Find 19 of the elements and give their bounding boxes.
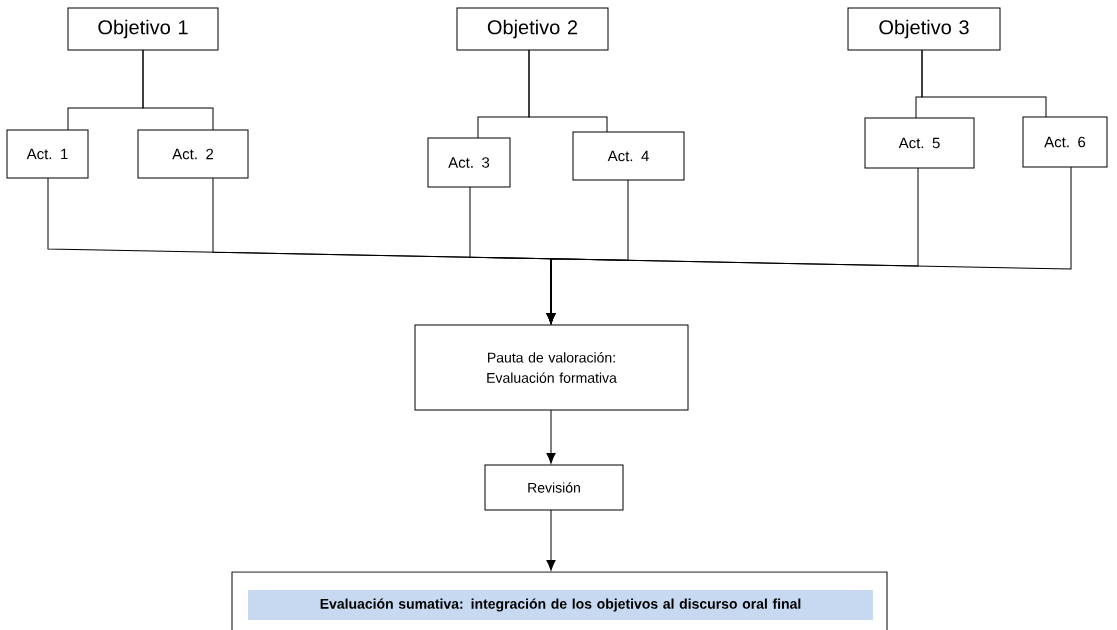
activity-box: Act. 1 (6, 129, 89, 179)
objective-box: Objetivo 1 (67, 7, 219, 51)
connector-line (528, 49, 608, 133)
activity-box: Act. 5 (864, 117, 975, 169)
process-box: Pauta de valoración: Evaluación formativa (414, 324, 689, 411)
objective-box: Objetivo 2 (456, 7, 609, 51)
highlight-band: Evaluación sumativa: integración de los objetivos al discurso oral final (248, 590, 873, 620)
arrow (546, 509, 556, 571)
activity-box: Act. 6 (1022, 116, 1108, 168)
arrow (546, 166, 1072, 324)
process-box: Revisión (484, 464, 624, 511)
objective-box: Objetivo 3 (847, 7, 1001, 51)
arrow (546, 409, 556, 464)
connector-line (921, 49, 1047, 118)
activity-box: Act. 2 (137, 129, 249, 179)
connector-line (142, 49, 214, 131)
outcome-box (231, 571, 888, 630)
activity-box: Act. 4 (572, 131, 685, 181)
activity-box: Act. 3 (427, 137, 511, 188)
